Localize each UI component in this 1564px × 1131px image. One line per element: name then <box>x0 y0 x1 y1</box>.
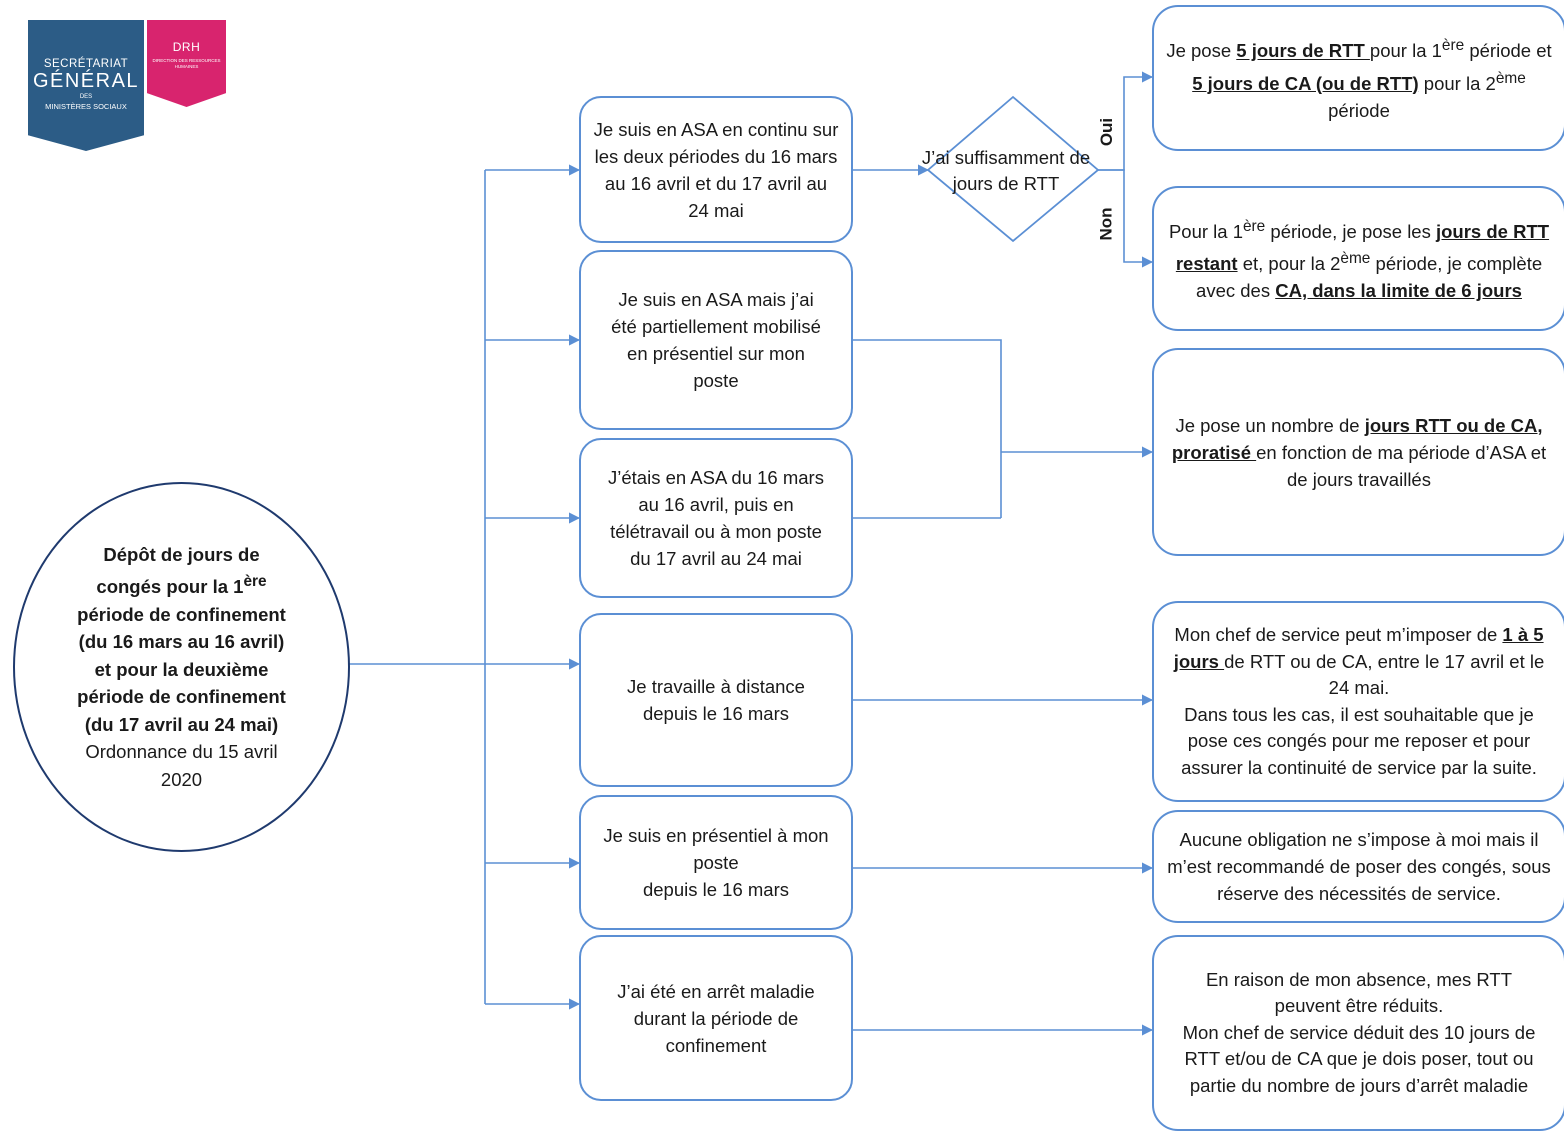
decision-no-label: Non <box>1096 207 1116 241</box>
outcome-non: Pour la 1ère période, je pose les jours … <box>1152 186 1564 331</box>
root-title: Dépôt de jours de congés pour la 1ère pé… <box>77 543 286 735</box>
situation-presentiel-line-1: Je suis en présentiel à mon poste <box>603 825 829 873</box>
outcome-distance-text-1: Mon chef de service peut m’imposer de 1 … <box>1173 624 1545 698</box>
situation-asa-partiel: Je suis en ASA mais j’ai été partielleme… <box>579 250 853 430</box>
logo-line-4: MINISTÈRES SOCIAUX <box>45 102 127 111</box>
outcome-maladie: En raison de mon absence, mes RTT peuven… <box>1152 935 1564 1131</box>
outcome-presentiel: Aucune obligation ne s’impose à moi mais… <box>1152 810 1564 923</box>
outcome-oui-text: Je pose 5 jours de RTT pour la 1ère péri… <box>1166 37 1552 121</box>
root-ordonnance: Ordonnance du 15 avril 2020 <box>85 741 278 790</box>
situation-asa-continu: Je suis en ASA en continu sur les deux p… <box>579 96 853 243</box>
situation-maladie: J’ai été en arrêt maladie durant la péri… <box>579 935 853 1101</box>
outcome-distance: Mon chef de service peut m’imposer de 1 … <box>1152 601 1564 802</box>
drh-logo-title: DRH <box>172 40 201 54</box>
situation-distance: Je travaille à distance depuis le 16 mar… <box>579 613 853 787</box>
merge-from-asa-partiel <box>852 339 1002 518</box>
logo-line-2: GÉNÉRAL <box>32 70 140 92</box>
drh-logo-subtitle: DIRECTION DES RESSOURCES HUMAINES <box>152 58 221 69</box>
situation-presentiel-line-2: depuis le 16 mars <box>642 879 790 900</box>
outcome-maladie-text-1: En raison de mon absence, mes RTT peuven… <box>1205 968 1513 1017</box>
outcome-prorata-text: Je pose un nombre de jours RTT ou de CA,… <box>1171 414 1547 490</box>
arrow-non <box>1098 169 1154 268</box>
root-node: Dépôt de jours de congés pour la 1ère pé… <box>13 482 350 852</box>
outcome-non-text: Pour la 1ère période, je pose les jours … <box>1168 217 1550 302</box>
logo-line-3: DES <box>79 94 93 100</box>
outcome-distance-text-2: Dans tous les cas, il est souhaitable qu… <box>1181 703 1537 778</box>
drh-logo: DRH DIRECTION DES RESSOURCES HUMAINES <box>147 20 226 107</box>
decision-label: J’ai suffisamment de jours de RTT <box>921 147 1091 194</box>
outcome-oui: Je pose 5 jours de RTT pour la 1ère péri… <box>1152 5 1564 151</box>
decision-yes-label: Oui <box>1097 117 1117 147</box>
logo-line-1: SECRÉTARIAT <box>43 58 129 70</box>
situation-presentiel: Je suis en présentiel à mon poste depuis… <box>579 795 853 930</box>
decision-diamond <box>926 95 1100 243</box>
secretariat-general-logo: SECRÉTARIAT GÉNÉRAL DES MINISTÈRES SOCIA… <box>28 20 144 151</box>
outcome-prorata: Je pose un nombre de jours RTT ou de CA,… <box>1152 348 1564 556</box>
outcome-maladie-text-2: Mon chef de service déduit des 10 jours … <box>1182 1021 1536 1096</box>
situation-asa-puis-teletravail: J’étais en ASA du 16 mars au 16 avril, p… <box>579 438 853 598</box>
